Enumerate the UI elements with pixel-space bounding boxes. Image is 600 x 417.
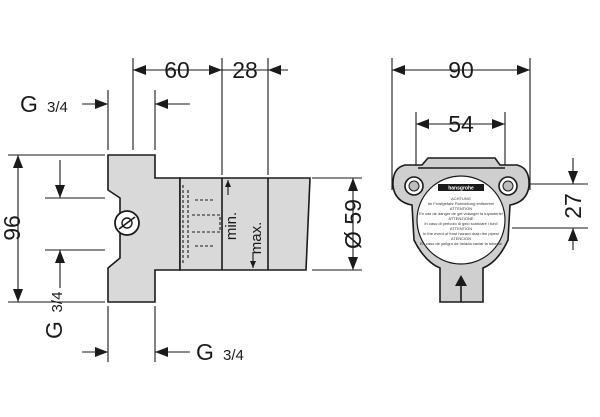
label-line: In caso di pericolo di gelo scaricare i … [424, 221, 497, 226]
arrow-90-right [517, 65, 530, 75]
internal-spindle [192, 214, 221, 233]
mount-hole-right-inner [502, 180, 514, 192]
label-line: ATTENTION [450, 206, 472, 211]
arrow-thread-left-top [55, 185, 65, 198]
arrow-thread-top-r [155, 99, 168, 109]
mount-hole-left-inner [408, 180, 420, 192]
label-max: max. [248, 222, 265, 255]
dim-label-59: Ø 59 [340, 199, 366, 249]
flow-arrow-head [455, 275, 467, 286]
label-line: ATTENTION [450, 226, 472, 231]
thread-bottom-letter: G [196, 339, 214, 365]
arrow-59-bottom [348, 257, 358, 270]
arrow-60-left [133, 65, 146, 75]
arrow-60-right [209, 65, 222, 75]
label-line: ATTENZIONE [448, 216, 473, 221]
arrow-28-right [268, 65, 281, 75]
arrow-59-top [348, 178, 358, 191]
thread-bottom-fraction: 3/4 [223, 347, 244, 364]
arrow-thread-top-l [95, 99, 108, 109]
label-line: ATENCION [451, 236, 471, 241]
dim-label-27: 27 [560, 193, 586, 219]
label-line: En cas de danger de gel vidanger la tuya… [419, 211, 503, 216]
arrow-90-left [392, 65, 405, 75]
arrow-27-top [568, 171, 578, 184]
dim-label-90: 90 [448, 57, 474, 83]
arrow-96-bottom [13, 289, 23, 302]
label-line: ACHTUNG [451, 196, 471, 201]
thread-top-fraction: 3/4 [47, 99, 68, 116]
thread-left-fraction: 3/4 [49, 292, 66, 313]
brand-logo: hansgrohe [448, 186, 474, 192]
brand-strip [438, 184, 484, 191]
arrow-96-top [13, 155, 23, 168]
label-line: In the event of frost hazard drain the p… [423, 231, 499, 236]
valve-sleeve [179, 177, 311, 271]
label-line: En caso de peligro de helada vaciar la t… [420, 241, 502, 246]
thread-left-letter: G [41, 321, 67, 339]
dim-label-28: 28 [232, 57, 258, 83]
label-disc [416, 175, 506, 265]
max-arrow [250, 261, 256, 268]
side-view: 60 28 G 3/4 96 G 3/4 G 3/4 Ø 59 [0, 57, 366, 365]
arrow-thread-bottom-l [95, 347, 108, 357]
label-min: min. [223, 212, 240, 240]
arrow-54-left [416, 119, 429, 129]
min-arrow [225, 180, 231, 187]
plug-inner [121, 217, 133, 229]
dim-label-60: 60 [164, 57, 190, 83]
dim-label-54: 54 [448, 111, 474, 137]
arrow-54-right [492, 119, 505, 129]
plug-slot [118, 216, 136, 230]
valve-body [107, 154, 181, 303]
thread-top-letter: G [20, 91, 38, 117]
dim-label-96: 96 [0, 215, 25, 241]
arrow-thread-bottom-r [155, 347, 168, 357]
front-view: 90 54 27 hansgrohe ACHTUNG Im Frostgefah… [391, 57, 588, 303]
arrow-27-bottom [568, 228, 578, 241]
label-line: Im Frostgefahr Rohrleitung entleeren! [428, 201, 494, 206]
arrow-thread-left-bottom [55, 250, 65, 263]
